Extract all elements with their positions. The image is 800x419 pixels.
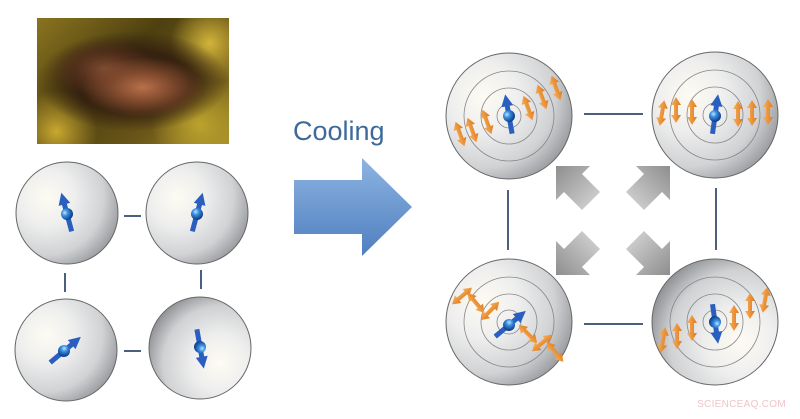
right-disk-bottom-left xyxy=(445,258,573,386)
right-disk-top-right xyxy=(651,51,779,179)
left-connectors xyxy=(64,215,202,352)
left-disk-top-left xyxy=(15,161,119,265)
crystal-sample-photo xyxy=(37,18,229,144)
right-connectors xyxy=(507,113,717,325)
cooling-label: Cooling xyxy=(293,116,385,146)
right-disk-bottom-right xyxy=(651,258,779,386)
cooling-arrow-icon xyxy=(294,158,412,256)
center-expand-arrows-icon xyxy=(556,166,670,275)
left-disk-top-right xyxy=(145,161,249,265)
left-disk-bottom-left xyxy=(14,298,118,402)
right-disk-top-left xyxy=(445,52,573,180)
watermark: SCIENCEAQ.COM xyxy=(697,399,786,410)
left-disk-bottom-right xyxy=(148,296,252,400)
